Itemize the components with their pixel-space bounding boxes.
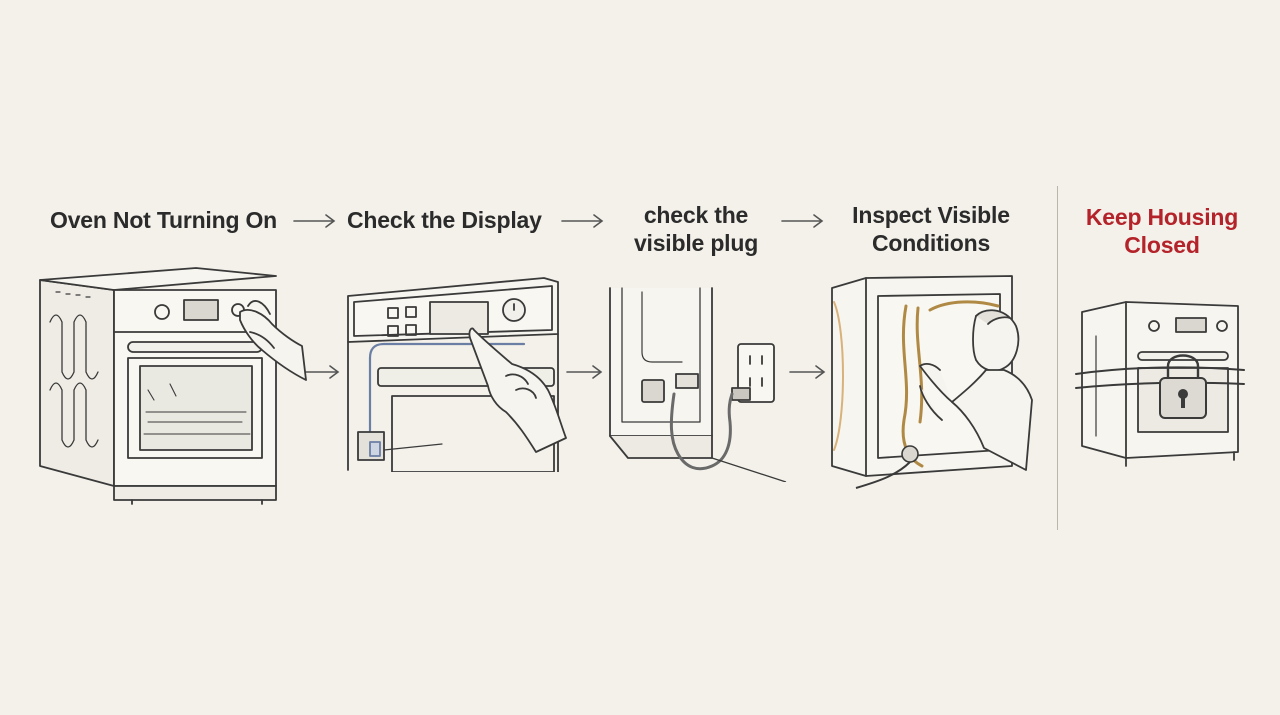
technician-wiring-icon: [826, 270, 1040, 496]
right-arrow-icon: [788, 362, 828, 382]
right-arrow-icon: [292, 211, 338, 231]
section-divider: [1057, 186, 1058, 530]
plug-outlet-icon: [600, 282, 790, 482]
step-5-title-line-2: Closed: [1124, 232, 1200, 258]
right-arrow-icon: [780, 211, 826, 231]
step-2-title: Check the Display: [347, 207, 542, 233]
right-arrow-icon: [302, 362, 342, 382]
step-5-title-line-1: Keep Housing: [1085, 204, 1239, 230]
right-arrow-icon: [565, 362, 605, 382]
step-3-title-line-1: check the: [643, 202, 749, 228]
oven-hand-icon: [36, 262, 308, 508]
step-4-title-line-1: Inspect Visible: [852, 202, 1010, 228]
locked-oven-icon: [1074, 296, 1246, 468]
step-3-title: check the visible plug: [612, 201, 780, 257]
step-4-title-line-2: Conditions: [871, 230, 991, 256]
display-hand-icon: [330, 272, 570, 472]
step-3-title-line-2: visible plug: [633, 230, 759, 256]
padlock-icon: [1160, 356, 1206, 419]
step-1-title: Oven Not Turning On: [50, 207, 278, 233]
step-5-title: Keep Housing Closed: [1072, 203, 1252, 259]
step-4-title: Inspect Visible Conditions: [836, 201, 1026, 257]
right-arrow-icon: [560, 211, 606, 231]
